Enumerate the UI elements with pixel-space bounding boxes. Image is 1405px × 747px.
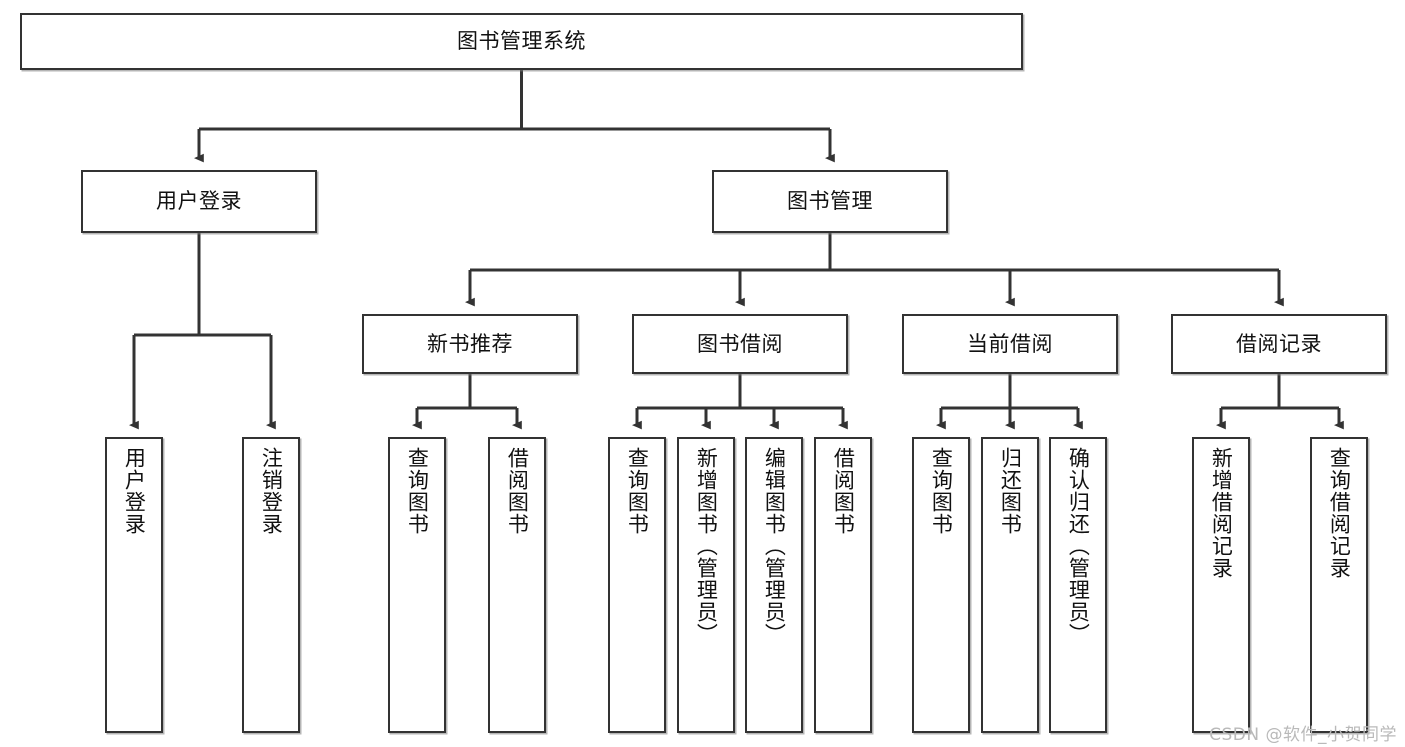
node-new-book-recommend[interactable]: 新书推荐 bbox=[362, 314, 578, 374]
leaf-br-query-record[interactable]: 查询借阅记录 bbox=[1310, 437, 1368, 733]
node-book-manage[interactable]: 图书管理 bbox=[712, 170, 948, 233]
leaf-bb-add-book[interactable]: 新增图书（管理员） bbox=[677, 437, 735, 733]
leaf-cb-query-book[interactable]: 查询图书 bbox=[912, 437, 970, 733]
leaf-logout[interactable]: 注销登录 bbox=[242, 437, 300, 733]
leaf-br-query-record-label: 查询借阅记录 bbox=[1327, 447, 1352, 579]
leaf-bb-query-book-label: 查询图书 bbox=[625, 447, 650, 535]
leaf-cb-query-book-label: 查询图书 bbox=[929, 447, 954, 535]
leaf-cb-return-book-label: 归还图书 bbox=[998, 447, 1023, 535]
leaf-bb-borrow-book-label: 借阅图书 bbox=[831, 447, 856, 535]
leaf-logout-label: 注销登录 bbox=[259, 447, 284, 535]
leaf-nb-query-book[interactable]: 查询图书 bbox=[388, 437, 446, 733]
leaf-user-login[interactable]: 用户登录 bbox=[105, 437, 163, 733]
node-current-borrow-label: 当前借阅 bbox=[967, 331, 1053, 356]
leaf-cb-confirm-return-label: 确认归还（管理员） bbox=[1066, 447, 1091, 645]
leaf-cb-return-book[interactable]: 归还图书 bbox=[981, 437, 1039, 733]
leaf-bb-edit-book[interactable]: 编辑图书（管理员） bbox=[745, 437, 803, 733]
leaf-user-login-label: 用户登录 bbox=[122, 447, 147, 535]
node-user-login[interactable]: 用户登录 bbox=[81, 170, 317, 233]
node-book-borrow-label: 图书借阅 bbox=[697, 331, 783, 356]
leaf-nb-query-book-label: 查询图书 bbox=[405, 447, 430, 535]
node-root[interactable]: 图书管理系统 bbox=[20, 13, 1023, 70]
leaf-br-add-record[interactable]: 新增借阅记录 bbox=[1192, 437, 1250, 733]
node-borrow-record[interactable]: 借阅记录 bbox=[1171, 314, 1387, 374]
node-root-label: 图书管理系统 bbox=[457, 29, 586, 54]
node-user-login-label: 用户登录 bbox=[156, 189, 242, 214]
node-borrow-record-label: 借阅记录 bbox=[1236, 331, 1322, 356]
leaf-nb-borrow-book[interactable]: 借阅图书 bbox=[488, 437, 546, 733]
leaf-br-add-record-label: 新增借阅记录 bbox=[1209, 447, 1234, 579]
node-book-manage-label: 图书管理 bbox=[787, 189, 873, 214]
leaf-bb-borrow-book[interactable]: 借阅图书 bbox=[814, 437, 872, 733]
node-current-borrow[interactable]: 当前借阅 bbox=[902, 314, 1118, 374]
leaf-bb-add-book-label: 新增图书（管理员） bbox=[694, 447, 719, 645]
leaf-bb-query-book[interactable]: 查询图书 bbox=[608, 437, 666, 733]
leaf-nb-borrow-book-label: 借阅图书 bbox=[505, 447, 530, 535]
watermark-text: CSDN @软件_小贺同学 bbox=[1209, 725, 1397, 745]
node-new-book-recommend-label: 新书推荐 bbox=[427, 331, 513, 356]
node-book-borrow[interactable]: 图书借阅 bbox=[632, 314, 848, 374]
leaf-cb-confirm-return[interactable]: 确认归还（管理员） bbox=[1049, 437, 1107, 733]
leaf-bb-edit-book-label: 编辑图书（管理员） bbox=[762, 447, 787, 645]
